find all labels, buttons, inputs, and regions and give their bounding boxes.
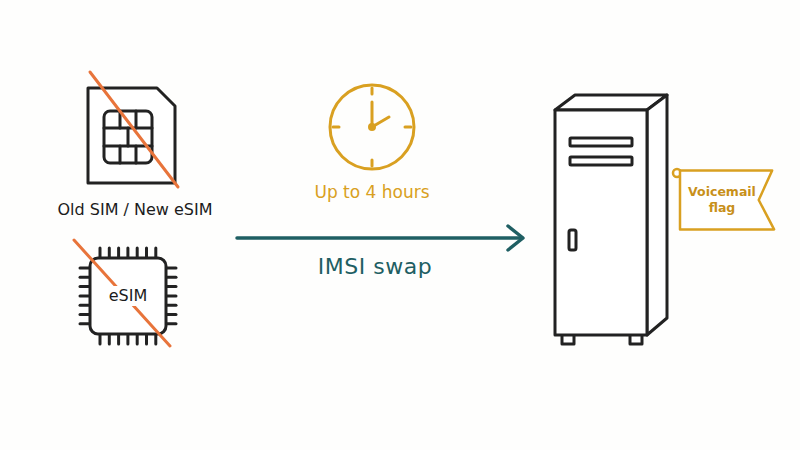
chip-pin (80, 267, 89, 270)
sim-card-icon (88, 88, 175, 183)
flow-arrow (237, 226, 523, 250)
chip-pin (154, 248, 157, 257)
chip-pin (145, 335, 148, 344)
chip-pin (167, 267, 176, 270)
chip-pin (167, 285, 176, 288)
flag-label: Voicemail flag (686, 184, 758, 215)
chip-pin (167, 322, 176, 325)
chip-pin (80, 276, 89, 279)
strike-line (74, 240, 170, 346)
chip-pin (80, 313, 89, 316)
icon-caption-box: Up to 4 hours (292, 178, 452, 208)
server-cabinet (555, 95, 667, 344)
clock-icon (330, 85, 414, 169)
chip-pin (154, 335, 157, 344)
chip-pin (108, 335, 111, 344)
chip-pin (108, 248, 111, 257)
chip-pin (167, 304, 176, 307)
chip-pin (167, 313, 176, 316)
chip-pin (99, 248, 102, 257)
chip-pin (126, 335, 129, 344)
icon-caption: Up to 4 hours (314, 182, 429, 203)
chip-pin (167, 294, 176, 297)
chip-pin (136, 248, 139, 257)
voicemail-flag: Voicemail flag (680, 168, 776, 232)
chip-pin (167, 276, 176, 279)
chip-pin (136, 335, 139, 344)
chip-pin (145, 248, 148, 257)
arrow-label: IMSI swap (290, 254, 460, 279)
chip-label-box: eSIM (104, 284, 152, 308)
chip-pin (99, 335, 102, 344)
chip-pin (80, 304, 89, 307)
chip-pin (80, 294, 89, 297)
chip-pin (117, 335, 120, 344)
chip-pin (80, 322, 89, 325)
chip-label: eSIM (107, 286, 150, 306)
chip-pin (80, 285, 89, 288)
icon-caption: Old SIM / New eSIM (57, 200, 212, 220)
chip-pin (117, 248, 120, 257)
icon-caption-box: Old SIM / New eSIM (45, 190, 225, 230)
strike-line (90, 72, 178, 187)
chip-pin (126, 248, 129, 257)
